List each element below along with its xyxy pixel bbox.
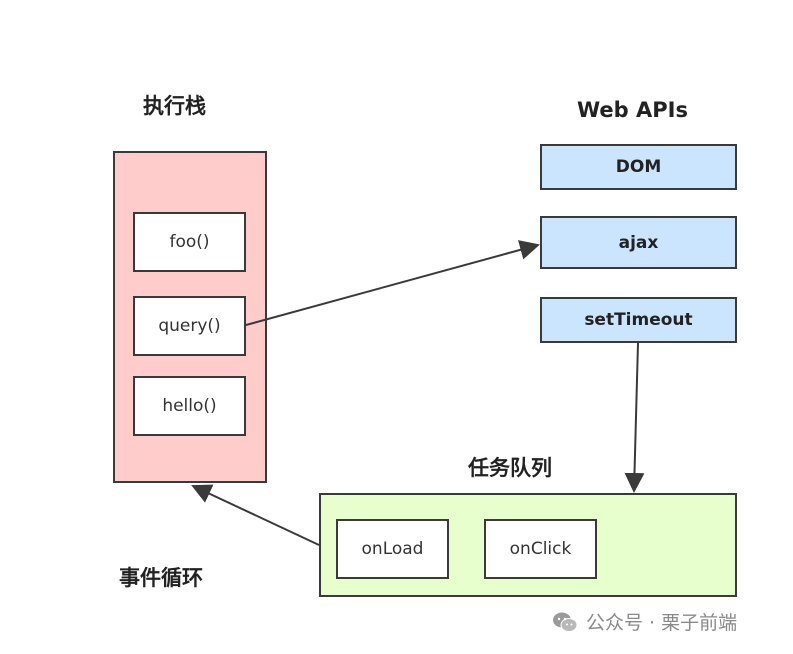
web-api-settimeout: setTimeout xyxy=(540,297,737,343)
stack-frame-query: query() xyxy=(133,296,246,356)
web-api-label: DOM xyxy=(615,157,662,177)
web-api-ajax: ajax xyxy=(540,216,737,269)
task-queue-title: 任务队列 xyxy=(468,456,552,480)
web-api-dom: DOM xyxy=(540,144,737,190)
queue-task-label: onLoad xyxy=(361,539,424,559)
wechat-icon xyxy=(553,612,578,632)
event-loop-label: 事件循环 xyxy=(119,566,203,590)
stack-frame-hello: hello() xyxy=(133,376,246,436)
stack-frame-label: foo() xyxy=(169,232,210,252)
stack-frame-foo: foo() xyxy=(133,212,246,272)
arrow-settimeout-to-queue xyxy=(624,342,645,493)
web-api-label: setTimeout xyxy=(584,310,693,330)
web-apis-title: Web APIs xyxy=(577,98,688,122)
queue-task-label: onClick xyxy=(509,539,572,559)
stack-frame-label: hello() xyxy=(162,396,217,416)
stack-frame-label: query() xyxy=(158,316,221,336)
arrow-queue-to-stack xyxy=(191,484,320,546)
queue-task-onload: onLoad xyxy=(336,519,449,579)
watermark: 公众号 · 栗子前端 xyxy=(552,608,737,635)
watermark-text: 公众号 · 栗子前端 xyxy=(586,612,738,634)
arrow-query-to-ajax xyxy=(245,240,540,326)
web-api-label: ajax xyxy=(618,232,659,253)
execution-stack-title: 执行栈 xyxy=(143,94,206,118)
queue-task-onclick: onClick xyxy=(484,519,597,579)
